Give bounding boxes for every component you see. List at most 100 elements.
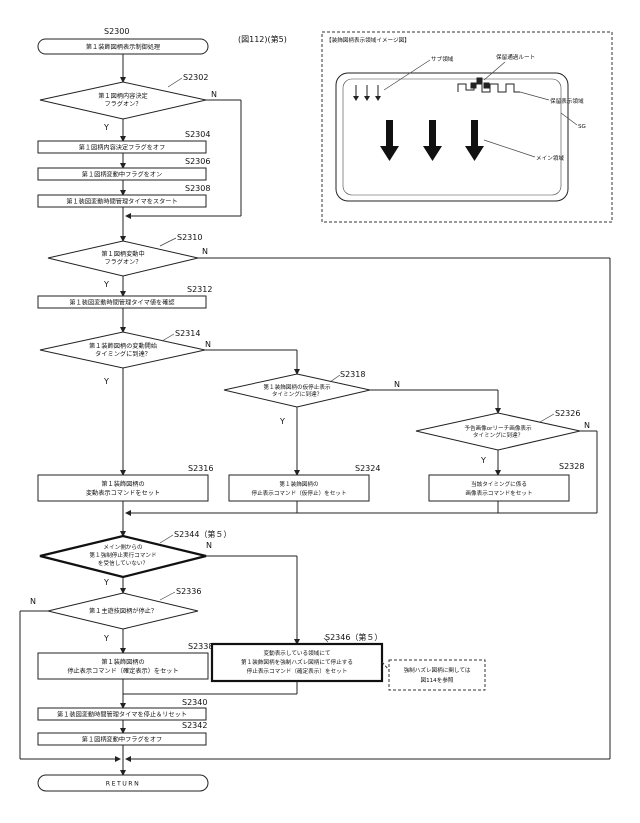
note-box: 強制ハズレ図柄に関しては 図114を参照 xyxy=(389,660,485,690)
s2302-id: S2302 xyxy=(183,73,208,82)
s2328-text-2: 画像表示コマンドをセット xyxy=(465,489,532,497)
inset-sub-area-label: サブ領域 xyxy=(431,55,454,63)
s2338-id: S2338 xyxy=(188,642,213,651)
s2312-id: S2312 xyxy=(187,285,212,294)
s2314-no: N xyxy=(205,340,211,349)
s2336-no: N xyxy=(30,597,36,606)
s2312-text: 第１装図変動時間管理タイマ値を確認 xyxy=(69,299,174,307)
s2344-no: N xyxy=(206,541,212,550)
inset-hold-area-label: 保留表示領域 xyxy=(550,97,584,105)
s2308-text: 第１装図変動時間管理タイマをスタート xyxy=(66,198,177,206)
inset-title: 【装飾図柄表示領域イメージ図】 xyxy=(326,36,410,44)
s2336-id: S2336 xyxy=(176,587,201,596)
inset-main-area-label: メイン領域 xyxy=(536,154,564,162)
s2310-text-2: フラグオン？ xyxy=(104,258,141,266)
decision-s2344: メイン側からの 第１強制停止実行コマンド を受信していない？ xyxy=(40,536,206,577)
inset-route-label: 保留通過ルート xyxy=(496,53,535,61)
end-terminator: RETURN xyxy=(38,775,208,791)
process-s2328: 当該タイミングに係る 画像表示コマンドをセット xyxy=(429,475,569,501)
note-text-1: 強制ハズレ図柄に関しては xyxy=(404,666,471,674)
s2306-id: S2306 xyxy=(185,157,210,166)
s2326-no: N xyxy=(584,421,590,430)
decision-s2310: 第１図柄変動中 フラグオン？ xyxy=(48,241,198,276)
end-label: RETURN xyxy=(106,781,140,788)
s2342-id: S2342 xyxy=(182,721,207,730)
process-s2316: 第１装飾図柄の 変動表示コマンドをセット xyxy=(38,475,208,501)
process-s2324: 第１装飾図柄の 停止表示コマンド（仮停止）をセット xyxy=(229,475,369,501)
figure-label: (図112)(第5) xyxy=(238,34,287,44)
inset-sg-label: SG xyxy=(578,124,586,130)
s2316-id: S2316 xyxy=(188,464,213,473)
s2338-text-2: 停止表示コマンド（確定表示）をセット xyxy=(67,667,178,675)
s2302-yes: Y xyxy=(103,123,109,132)
main-area-arrows xyxy=(380,120,484,161)
decision-s2326: 予告画像orリーチ画像表示 タイミングに到達？ xyxy=(416,413,580,450)
s2316-text-2: 変動表示コマンドをセット xyxy=(86,489,160,497)
s2336-text: 第１主遊技図柄が停止？ xyxy=(89,607,157,615)
start-label: 第１装飾図柄表示制御処理 xyxy=(86,43,160,51)
process-s2346: 変動表示している領域にて 第１装飾図柄を強制ハズレ図柄にて停止する 停止表示コマ… xyxy=(212,644,382,681)
s2346-text-3: 停止表示コマンド（確定表示）をセット xyxy=(247,667,348,675)
s2336-yes: Y xyxy=(103,634,109,643)
s2328-id: S2328 xyxy=(559,462,584,471)
s2340-id: S2340 xyxy=(182,698,207,707)
s2318-text-1: 第１装飾図柄の仮停止表示 xyxy=(263,383,331,391)
note-text-2: 図114を参照 xyxy=(420,676,453,684)
s2346-text-1: 変動表示している領域にて xyxy=(264,649,331,657)
s2344-text-2: 第１強制停止実行コマンド xyxy=(89,551,156,559)
s2328-text-1: 当該タイミングに係る xyxy=(471,480,527,488)
s2326-id: S2326 xyxy=(555,409,580,418)
s2316-text-1: 第１装飾図柄の xyxy=(101,480,144,488)
s2344-text-1: メイン側からの xyxy=(103,543,143,551)
s2342-text: 第１図柄変動中フラグをオフ xyxy=(82,736,162,744)
process-s2338: 第１装飾図柄の 停止表示コマンド（確定表示）をセット xyxy=(38,653,208,679)
s2302-no: N xyxy=(211,90,217,99)
start-step-id: S2300 xyxy=(104,27,129,36)
s2326-text-1: 予告画像orリーチ画像表示 xyxy=(464,424,532,432)
process-s2304: 第１図柄内容決定フラグをオフ xyxy=(38,141,206,153)
s2318-id: S2318 xyxy=(340,370,365,379)
s2314-yes: Y xyxy=(103,377,109,386)
sub-area-arrows xyxy=(353,85,381,101)
s2318-text-2: タイミングに到達？ xyxy=(272,390,322,398)
process-s2312: 第１装図変動時間管理タイマ値を確認 xyxy=(38,296,206,308)
hold-area-pattern xyxy=(458,78,520,92)
s2314-text-1: 第１装飾図柄の変動開始 xyxy=(89,342,157,350)
s2346-id: S2346（第５） xyxy=(325,632,382,642)
s2310-yes: Y xyxy=(103,280,109,289)
sg-screen xyxy=(336,73,568,201)
s2310-no: N xyxy=(202,247,208,256)
start-terminator: 第１装飾図柄表示制御処理 xyxy=(38,39,208,54)
s2310-text-1: 第１図柄変動中 xyxy=(101,250,144,258)
decision-s2302: 第１図柄内容決定 フラグオン？ xyxy=(40,82,206,119)
process-s2306: 第１図柄変動中フラグをオン xyxy=(38,168,206,180)
s2304-text: 第１図柄内容決定フラグをオフ xyxy=(79,144,166,152)
s2326-yes: Y xyxy=(480,456,486,465)
s2310-id: S2310 xyxy=(177,233,202,242)
s2338-text-1: 第１装飾図柄の xyxy=(101,658,144,666)
s2340-text: 第１装図変動時間管理タイマを停止＆リセット xyxy=(57,711,187,719)
s2324-id: S2324 xyxy=(355,464,380,473)
s2324-text-2: 停止表示コマンド（仮停止）をセット xyxy=(251,489,346,497)
s2344-yes: Y xyxy=(103,578,109,587)
s2302-text-2: フラグオン？ xyxy=(104,100,141,108)
s2318-no: N xyxy=(394,380,400,389)
s2324-text-1: 第１装飾図柄の xyxy=(279,480,319,488)
s2326-text-2: タイミングに到達？ xyxy=(473,431,523,439)
process-s2308: 第１装図変動時間管理タイマをスタート xyxy=(38,195,206,207)
s2304-id: S2304 xyxy=(185,130,210,139)
s2306-text: 第１図柄変動中フラグをオン xyxy=(82,171,162,179)
s2344-text-3: を受信していない？ xyxy=(98,559,148,567)
process-s2340: 第１装図変動時間管理タイマを停止＆リセット xyxy=(38,708,206,720)
s2318-yes: Y xyxy=(279,417,285,426)
s2314-text-2: タイミングに到達？ xyxy=(95,350,151,358)
s2346-text-2: 第１装飾図柄を強制ハズレ図柄にて停止する xyxy=(241,658,353,666)
inset-panel: 【装飾図柄表示領域イメージ図】 xyxy=(322,32,612,222)
process-s2342: 第１図柄変動中フラグをオフ xyxy=(38,733,206,745)
s2308-id: S2308 xyxy=(185,184,210,193)
s2302-text-1: 第１図柄内容決定 xyxy=(98,92,148,100)
decision-s2336: 第１主遊技図柄が停止？ xyxy=(48,593,198,629)
s2314-id: S2314 xyxy=(175,329,200,338)
s2344-id: S2344（第５） xyxy=(174,529,231,539)
